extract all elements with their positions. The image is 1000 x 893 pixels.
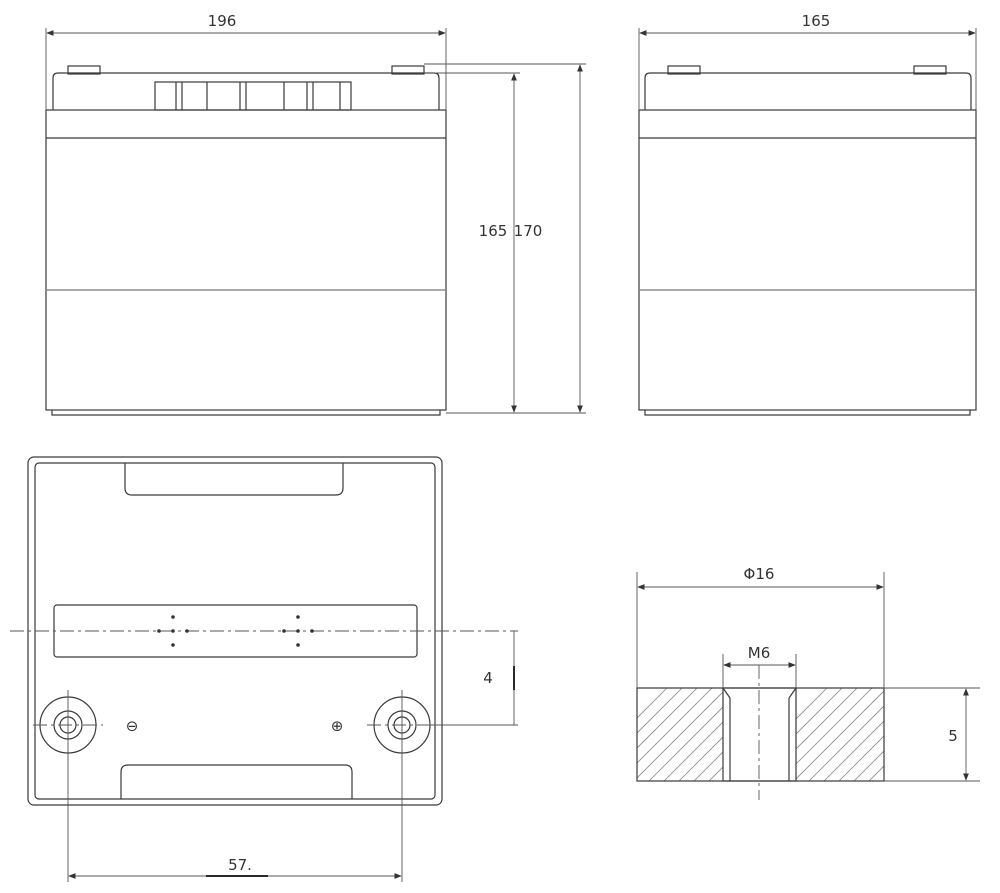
front-terminal-left [67,65,101,75]
terminal-left [33,690,103,882]
thread-label: M6 [748,644,771,662]
spacing-label: 57. [228,856,252,874]
side-terminal-left [667,65,701,75]
offset-label: 4 [483,669,493,687]
terminal-detail: Φ16 M6 5 [636,565,980,800]
hatch-left [637,688,723,781]
negative-symbol: ⊖ [126,717,139,735]
positive-symbol: ⊕ [331,717,344,735]
vent-holes [157,615,314,647]
height-label-inner: 165 [479,222,508,240]
height-label: 5 [948,727,958,745]
height-label-outer: 170 [514,222,543,240]
side-lid-top [644,72,972,110]
side-feet [644,410,971,416]
front-terminal-right [391,65,425,75]
front-width-label: 196 [208,12,237,30]
chamfer-right [788,687,797,699]
front-body-outline [45,109,447,411]
side-terminal-right [913,65,947,75]
thread-hole [722,687,797,782]
top-view: 4 ⊖ ⊕ 57. [10,456,518,882]
side-view: 165 [638,12,977,416]
diameter-label: Φ16 [744,565,775,583]
side-body-outline [638,109,977,411]
side-width-label: 165 [802,12,831,30]
terminal-right [367,690,437,882]
front-feet [51,410,441,416]
front-lid-top [52,72,440,110]
front-view: 196 165 170 [45,12,586,416]
chamfer-left [722,687,731,699]
bottom-handle-recess [120,764,353,799]
hatch-right [796,688,884,781]
front-vent-caps [154,81,352,111]
top-handle-recess [124,463,344,496]
terminal-section-outline [636,687,885,782]
